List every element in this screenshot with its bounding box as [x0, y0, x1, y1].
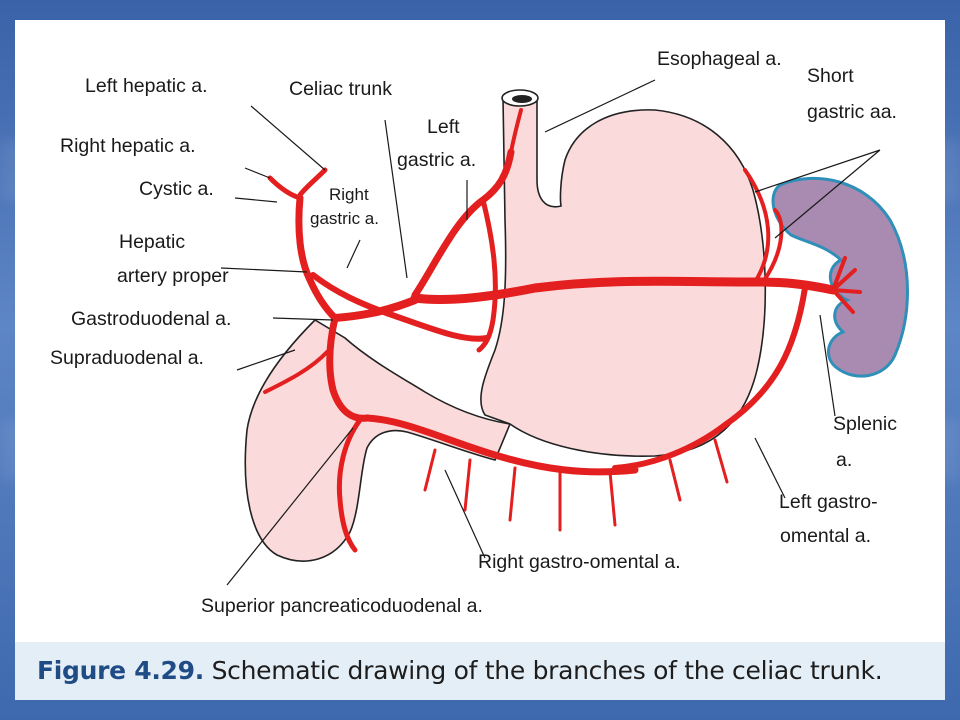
label-celiac-trunk: Celiac trunk — [289, 78, 392, 100]
label-short-gastric-line2: gastric aa. — [807, 101, 897, 123]
label-esophageal: Esophageal a. — [657, 48, 782, 70]
label-hepatic-proper-line2: artery proper — [117, 265, 229, 287]
omental-branches — [423, 438, 729, 532]
leader-lines — [220, 79, 881, 586]
stomach — [480, 94, 767, 457]
left-gastric-artery — [411, 148, 515, 299]
label-right-gastro-omental: Right gastro-omental a. — [478, 551, 681, 573]
label-left-gastro-omental-line2: omental a. — [780, 525, 871, 547]
common-hepatic-artery — [331, 296, 419, 322]
splenic-branches — [831, 256, 862, 314]
left-gastric-descending — [476, 197, 498, 353]
left-hepatic-artery — [297, 167, 328, 198]
celiac-trunk-diagram: Left hepatic a. Celiac trunk Esophageal … — [50, 48, 909, 617]
splenic-artery — [410, 276, 838, 305]
duodenum — [244, 318, 512, 562]
figure-caption: Figure 4.29. Schematic drawing of the br… — [37, 656, 883, 685]
label-hepatic-proper-line1: Hepatic — [119, 231, 185, 253]
label-splenic-line1: Splenic — [833, 413, 897, 435]
label-left-gastric-line2: gastric a. — [397, 149, 476, 171]
right-gastric-artery — [310, 272, 490, 342]
short-gastric-arteries — [743, 168, 784, 284]
figure-panel: Left hepatic a. Celiac trunk Esophageal … — [15, 20, 945, 700]
supraduodenal-artery — [263, 350, 329, 394]
label-superior-pancreaticoduodenal: Superior pancreaticoduodenal a. — [201, 595, 483, 617]
esophageal-artery — [509, 108, 523, 154]
organs — [244, 89, 909, 562]
label-right-gastric-line2: gastric a. — [310, 209, 379, 228]
label-left-gastric-line1: Left — [427, 116, 460, 138]
label-gastroduodenal: Gastroduodenal a. — [71, 308, 231, 330]
esophagus-lumen — [512, 95, 532, 103]
spleen — [771, 177, 909, 378]
label-right-gastric-line1: Right — [329, 185, 369, 204]
label-splenic-line2: a. — [836, 449, 852, 471]
gastroduodenal-artery — [326, 314, 371, 422]
label-supraduodenal: Supraduodenal a. — [50, 347, 204, 369]
label-cystic: Cystic a. — [139, 178, 214, 200]
label-right-hepatic: Right hepatic a. — [60, 135, 196, 157]
left-gastro-omental-artery — [612, 285, 808, 471]
caption-background — [15, 642, 945, 700]
figure-number: Figure 4.29. — [37, 656, 204, 685]
right-hepatic-artery — [267, 175, 303, 201]
arteries — [263, 108, 862, 553]
label-left-hepatic: Left hepatic a. — [85, 75, 208, 97]
labels: Left hepatic a. Celiac trunk Esophageal … — [50, 48, 897, 617]
label-left-gastro-omental-line1: Left gastro- — [779, 491, 878, 513]
hepatic-artery-proper — [295, 194, 339, 322]
right-gastro-omental-artery — [363, 414, 639, 476]
superior-pancreaticoduodenal-artery — [336, 417, 363, 553]
caption-text: Schematic drawing of the branches of the… — [211, 656, 883, 685]
label-short-gastric-line1: Short — [807, 65, 854, 87]
